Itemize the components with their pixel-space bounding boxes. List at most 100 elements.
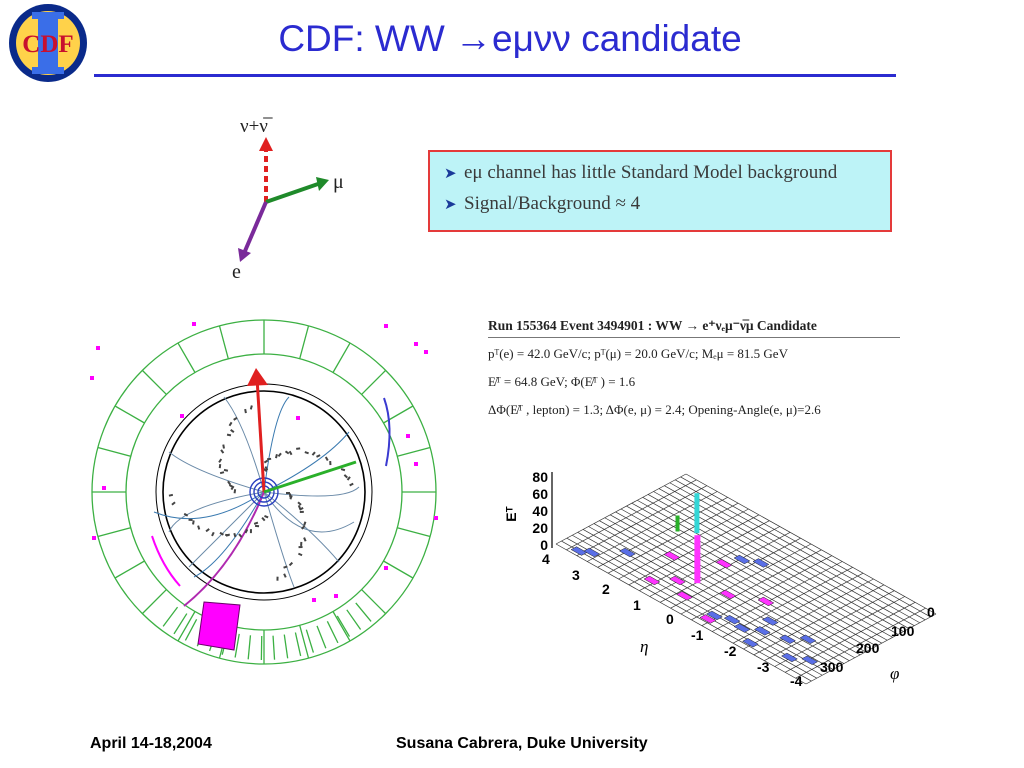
- tracker-hit: [197, 525, 201, 530]
- z-tick-label: 0: [540, 537, 548, 553]
- tracker-hit: [223, 468, 229, 472]
- eta-tick-label: -3: [757, 659, 770, 675]
- tracker-hit: [296, 447, 301, 450]
- tracker-hit: [304, 451, 309, 455]
- tracker-hit: [311, 451, 316, 456]
- tracker-hit: [188, 518, 193, 521]
- charged-track: [193, 491, 265, 578]
- calorimeter-tower-edge: [283, 634, 289, 659]
- charged-track: [223, 396, 265, 493]
- charged-track: [168, 491, 265, 533]
- tracker-hit: [168, 493, 174, 497]
- charged-track: [263, 491, 340, 563]
- eta-tick-label: -2: [724, 643, 737, 659]
- muon-track: [263, 460, 357, 494]
- tracker-hit: [211, 531, 215, 537]
- footer-author: Susana Cabrera, Duke University: [396, 735, 648, 752]
- footer-date: April 14-18,2004: [90, 735, 212, 752]
- tracker-hit: [283, 565, 288, 569]
- tracker-hit: [230, 428, 235, 433]
- deposit-hit: [384, 324, 388, 328]
- tracker-hits: [168, 405, 354, 581]
- grid-line: [664, 485, 915, 626]
- met-arrow: [255, 377, 266, 493]
- calorimeter-wedge-edge: [397, 446, 431, 457]
- eta-tick-label: 0: [666, 611, 674, 627]
- lego-axis-labels: 80 60 40 20 0 Eᵀ 4 3 2 1 0 -1 -2 -3 -4 η…: [503, 469, 935, 689]
- event-caption-line: E̸ᵀ = 64.8 GeV; Φ(E̸ᵀ ) = 1.6: [488, 374, 636, 389]
- phi-axis-label: φ: [890, 664, 899, 683]
- calorimeter-tower-edge: [173, 613, 188, 635]
- tracker-hit: [228, 421, 233, 427]
- grid-line: [642, 497, 893, 638]
- lego-plot: 80 60 40 20 0 Eᵀ 4 3 2 1 0 -1 -2 -3 -4 η…: [503, 469, 937, 689]
- tracker-hit: [343, 474, 348, 479]
- charged-track: [188, 491, 265, 568]
- tracker-hit: [228, 484, 234, 488]
- cal-deposit-arc: [151, 535, 181, 587]
- tracker-hit: [249, 529, 252, 534]
- deposit-hit: [334, 594, 338, 598]
- grid-line: [615, 511, 866, 653]
- calorimeter-wedge-edge: [332, 611, 351, 642]
- calorimeter-tower-edge: [272, 635, 276, 660]
- tracker-hit: [346, 476, 351, 481]
- calorimeter-tower-edge: [336, 615, 351, 637]
- tracker-hit: [233, 489, 237, 494]
- lego-towers: [570, 493, 819, 665]
- tracker-hit: [219, 471, 225, 475]
- tower-cell: [752, 558, 770, 568]
- electron-label: e: [232, 261, 241, 283]
- eta-axis-label: η: [640, 637, 648, 656]
- tower-cell: [761, 616, 779, 626]
- tower-cell: [676, 591, 693, 601]
- calorimeter-ring: [91, 319, 437, 665]
- event-caption-line: ΔΦ(E̸ᵀ , lepton) = 1.3; ΔΦ(e, μ) = 2.4; …: [488, 402, 821, 417]
- tracks: [153, 396, 360, 607]
- lego-grid: [555, 473, 937, 685]
- z-tick-label: 40: [532, 503, 548, 519]
- calorimeter-tower-edge: [305, 629, 315, 653]
- tracker-hit: [183, 512, 189, 517]
- charged-track: [263, 491, 295, 588]
- tracker-hit: [254, 524, 260, 528]
- calorimeter-wedge-edge: [397, 527, 431, 538]
- calorimeter-tower-edge: [346, 609, 362, 630]
- tower-cell: [733, 554, 751, 565]
- deposit-hit: [424, 350, 428, 354]
- tower-cell: [801, 655, 819, 665]
- info-bullet-text: Signal/Background ≈ 4: [464, 193, 641, 214]
- grid-line: [577, 532, 828, 673]
- grid-line: [620, 508, 872, 650]
- eta-tick-label: 1: [633, 597, 641, 613]
- magenta-deposits: [90, 322, 438, 602]
- event-topology-diagram: ν+ν̅ μ e: [232, 116, 344, 283]
- calorimeter-wedge-edge: [361, 589, 387, 615]
- grid-line: [604, 517, 855, 659]
- calorimeter-wedge-edge: [141, 369, 167, 395]
- tracker-hit: [261, 516, 266, 522]
- calorimeter-wedge-edge: [383, 560, 414, 579]
- tower-cell: [799, 634, 817, 644]
- tracker-hit: [276, 576, 279, 581]
- phi-tick-label: 0: [927, 604, 935, 620]
- tracker-hit: [218, 458, 223, 463]
- grid-line: [572, 534, 823, 676]
- muon-label: μ: [333, 171, 344, 193]
- tracker-hit: [324, 456, 329, 461]
- grid-line: [653, 491, 904, 632]
- eta-tick-label: 2: [602, 581, 610, 597]
- calorimeter-tower-edge: [326, 621, 339, 644]
- tracker-hit: [329, 460, 332, 466]
- grid-line: [669, 482, 920, 624]
- tracker-hit: [219, 531, 224, 536]
- event-caption-title: Run 155364 Event 3494901 : WW → e⁺νₑμ⁻ν̅…: [488, 318, 817, 333]
- tracker-hit: [238, 533, 243, 538]
- tracker-hit: [230, 485, 235, 491]
- calorimeter-tower-edge: [234, 633, 240, 658]
- tracker-hit: [233, 416, 238, 421]
- tracker-hit: [303, 521, 307, 526]
- tower-cell: [733, 623, 751, 633]
- muon-chamber-hit: [383, 397, 391, 467]
- tracker-hit: [227, 480, 232, 486]
